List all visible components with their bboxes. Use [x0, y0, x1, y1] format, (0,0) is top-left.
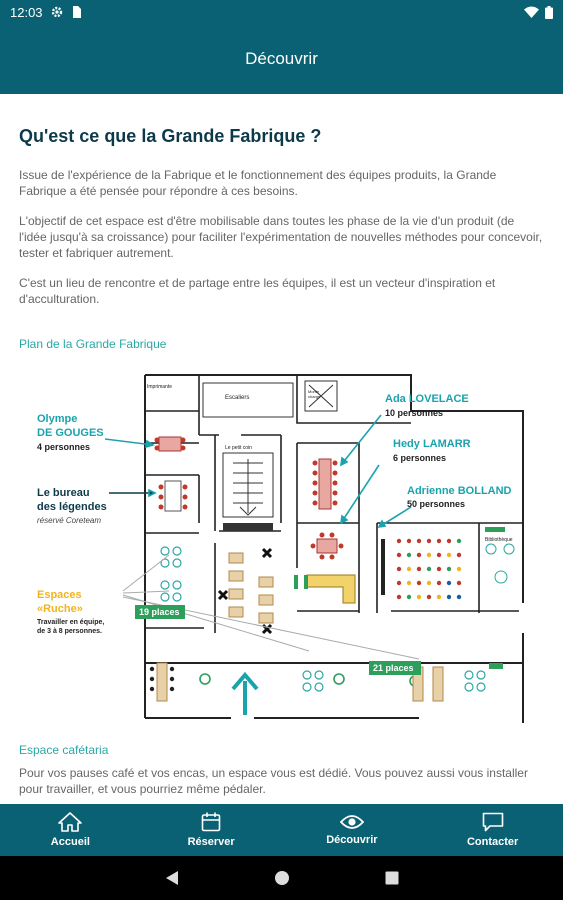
plan-title: Plan de la Grande Fabrique [19, 337, 167, 351]
recents-icon[interactable] [385, 871, 399, 885]
adrienne-seats [396, 538, 462, 600]
olympe-table [158, 436, 182, 452]
nav-decouvrir[interactable]: Découvrir [282, 804, 423, 856]
app-bar: Découvrir [0, 24, 563, 94]
objective-paragraph: L'objectif de cet espace est d'être mobi… [19, 214, 543, 260]
olympe-name-1: Olympe [37, 413, 78, 425]
main-content[interactable]: Qu'est ce que la Grande Fabrique ? Issue… [0, 94, 563, 804]
eye-icon [339, 815, 364, 829]
calendar-icon [201, 812, 221, 832]
intro-paragraph: Issue de l'expérience de la Fabrique et … [19, 168, 497, 198]
nav-accueil-label: Accueil [50, 836, 90, 848]
nav-contacter-label: Contacter [466, 836, 519, 848]
chat-icon [482, 812, 503, 832]
nav-contacter[interactable]: Contacter [422, 804, 563, 856]
ada-capacity: 10 personnes [385, 408, 444, 418]
bureau-name-1: Le bureau [37, 487, 90, 499]
nav-reserver-label: Réserver [187, 836, 235, 848]
cafe-title: Espace cafétaria [19, 743, 109, 757]
bibliotheque-label: Bibliothèque [485, 537, 513, 543]
floor-plan: Imprimante Escaliers Monte charge Le pet… [19, 363, 544, 723]
system-navigation [0, 856, 563, 900]
home-icon [58, 812, 83, 832]
imprimante-label: Imprimante [147, 384, 173, 390]
ruche-name-2: «Ruche» [37, 603, 83, 615]
bureau-note: réservé Coreteam [37, 516, 102, 525]
adrienne-capacity: 50 personnes [407, 499, 466, 509]
battery-icon [545, 5, 553, 19]
badge-21-places: 21 places [373, 663, 414, 673]
hedy-capacity: 6 personnes [393, 453, 447, 463]
status-time: 12:03 [10, 4, 43, 20]
back-icon[interactable] [165, 870, 179, 886]
nav-accueil[interactable]: Accueil [0, 804, 141, 856]
wifi-icon [524, 6, 539, 18]
bottom-navigation: Accueil Réserver Découvrir Contacter [0, 804, 563, 856]
ruche-note-2: de 3 à 8 personnes. [37, 628, 102, 635]
monte-charge-label-2: charge [308, 394, 321, 399]
escaliers-label: Escaliers [225, 395, 250, 401]
bureau-name-2: des légendes [37, 501, 107, 513]
sim-card-icon [72, 6, 81, 18]
page-title: Découvrir [245, 49, 318, 68]
ruche-name-1: Espaces [37, 589, 82, 601]
nav-reserver[interactable]: Réserver [141, 804, 282, 856]
cafe-paragraph: Pour vos pauses café et vos encas, un es… [19, 766, 528, 796]
petit-coin-label: Le petit coin [225, 445, 252, 451]
meeting-paragraph: C'est un lieu de rencontre et de partage… [19, 276, 496, 306]
nav-decouvrir-label: Découvrir [326, 834, 378, 846]
olympe-name-2: DE GOUGES [37, 427, 104, 439]
section-heading: Qu'est ce que la Grande Fabrique ? [19, 126, 322, 146]
hedy-name: Hedy LAMARR [393, 438, 471, 450]
monte-charge-label-1: Monte [308, 389, 320, 394]
floor-plan-drawing [104, 374, 524, 723]
gear-icon [51, 6, 62, 18]
olympe-capacity: 4 personnes [37, 442, 91, 452]
status-bar: 12:03 [0, 0, 563, 24]
badge-19-places: 19 places [139, 607, 180, 617]
ada-name: Ada LOVELACE [385, 393, 469, 405]
home-circle-icon[interactable] [274, 870, 290, 886]
adrienne-name: Adrienne BOLLAND [407, 485, 512, 497]
ruche-note-1: Travailler en équipe, [37, 619, 105, 626]
